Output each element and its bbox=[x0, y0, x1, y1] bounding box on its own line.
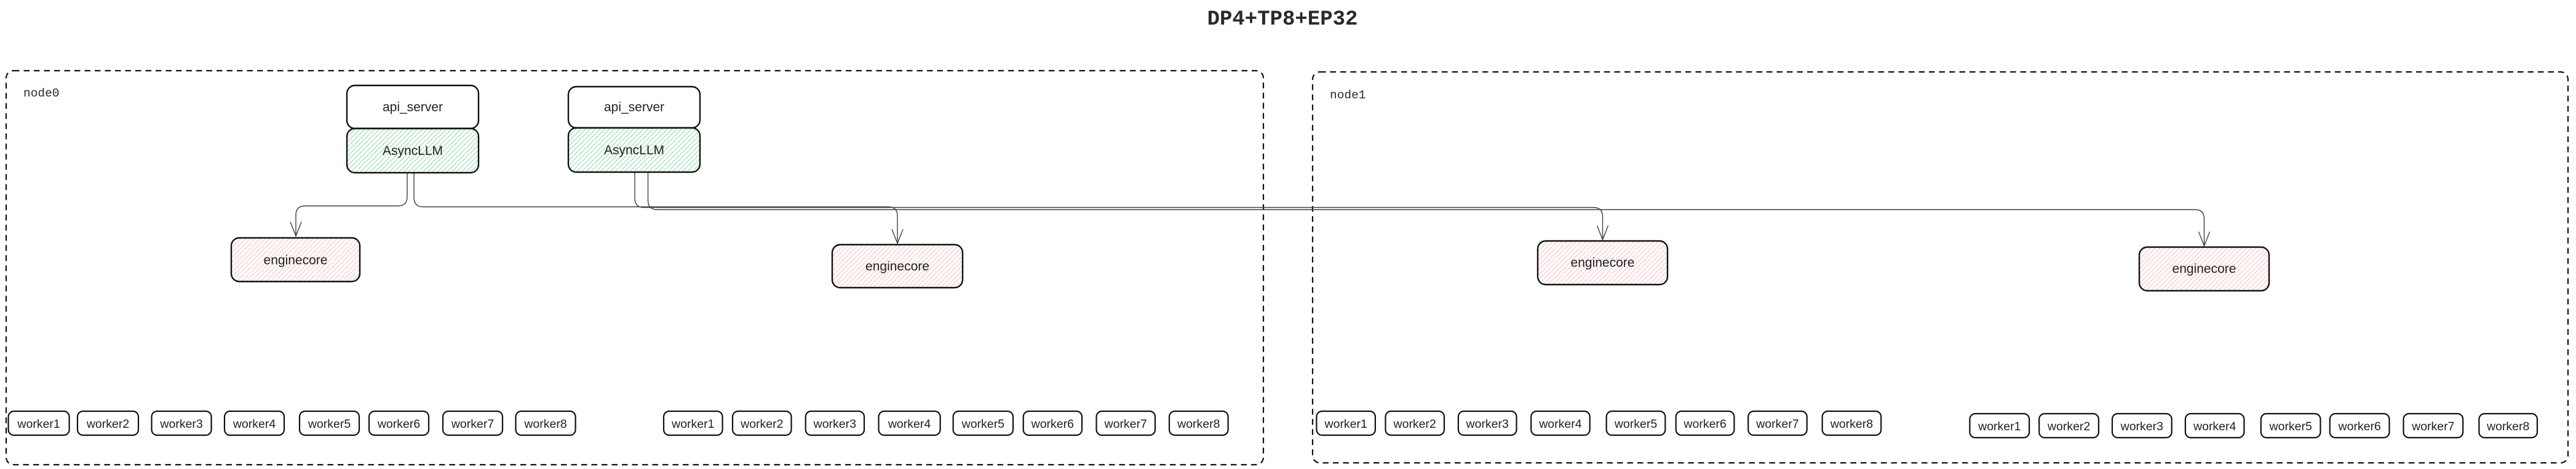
svg-text:worker5: worker5 bbox=[308, 417, 351, 431]
svg-text:api_server: api_server bbox=[604, 100, 664, 114]
svg-text:worker2: worker2 bbox=[740, 417, 783, 431]
svg-text:worker4: worker4 bbox=[1538, 417, 1582, 431]
svg-text:worker6: worker6 bbox=[377, 417, 420, 431]
svg-text:worker6: worker6 bbox=[1683, 417, 1726, 431]
svg-text:node1: node1 bbox=[1330, 89, 1366, 102]
svg-text:node0: node0 bbox=[23, 87, 60, 100]
svg-text:worker8: worker8 bbox=[1830, 417, 1873, 431]
svg-text:worker7: worker7 bbox=[451, 417, 494, 431]
svg-text:worker1: worker1 bbox=[1978, 420, 2021, 433]
svg-text:worker7: worker7 bbox=[1104, 417, 1147, 431]
svg-text:AsyncLLM: AsyncLLM bbox=[383, 144, 443, 158]
svg-text:worker5: worker5 bbox=[1614, 417, 1658, 431]
svg-text:worker4: worker4 bbox=[233, 417, 276, 431]
svg-text:AsyncLLM: AsyncLLM bbox=[604, 143, 664, 157]
svg-text:worker4: worker4 bbox=[888, 417, 931, 431]
svg-text:worker4: worker4 bbox=[2193, 420, 2236, 433]
svg-text:worker7: worker7 bbox=[1755, 417, 1799, 431]
svg-text:api_server: api_server bbox=[383, 100, 443, 114]
svg-text:worker3: worker3 bbox=[2120, 420, 2163, 433]
svg-text:worker3: worker3 bbox=[159, 417, 202, 431]
svg-text:worker1: worker1 bbox=[1324, 417, 1367, 431]
svg-text:worker5: worker5 bbox=[2269, 420, 2313, 433]
svg-text:worker5: worker5 bbox=[961, 417, 1005, 431]
svg-text:DP4+TP8+EP32: DP4+TP8+EP32 bbox=[1207, 8, 1358, 31]
svg-text:worker1: worker1 bbox=[671, 417, 714, 431]
svg-text:worker6: worker6 bbox=[1031, 417, 1074, 431]
svg-text:worker3: worker3 bbox=[813, 417, 856, 431]
svg-text:enginecore: enginecore bbox=[264, 253, 328, 267]
svg-text:worker3: worker3 bbox=[1466, 417, 1509, 431]
svg-text:worker2: worker2 bbox=[2047, 420, 2090, 433]
svg-text:enginecore: enginecore bbox=[865, 259, 929, 274]
svg-text:worker6: worker6 bbox=[2338, 420, 2381, 433]
svg-text:worker2: worker2 bbox=[1393, 417, 1436, 431]
svg-text:enginecore: enginecore bbox=[1571, 256, 1635, 270]
svg-text:worker8: worker8 bbox=[523, 417, 566, 431]
svg-text:worker2: worker2 bbox=[86, 417, 129, 431]
svg-text:worker1: worker1 bbox=[17, 417, 60, 431]
svg-text:enginecore: enginecore bbox=[2173, 262, 2236, 276]
svg-text:worker7: worker7 bbox=[2411, 420, 2454, 433]
svg-text:worker8: worker8 bbox=[2486, 420, 2529, 433]
svg-text:worker8: worker8 bbox=[1177, 417, 1220, 431]
